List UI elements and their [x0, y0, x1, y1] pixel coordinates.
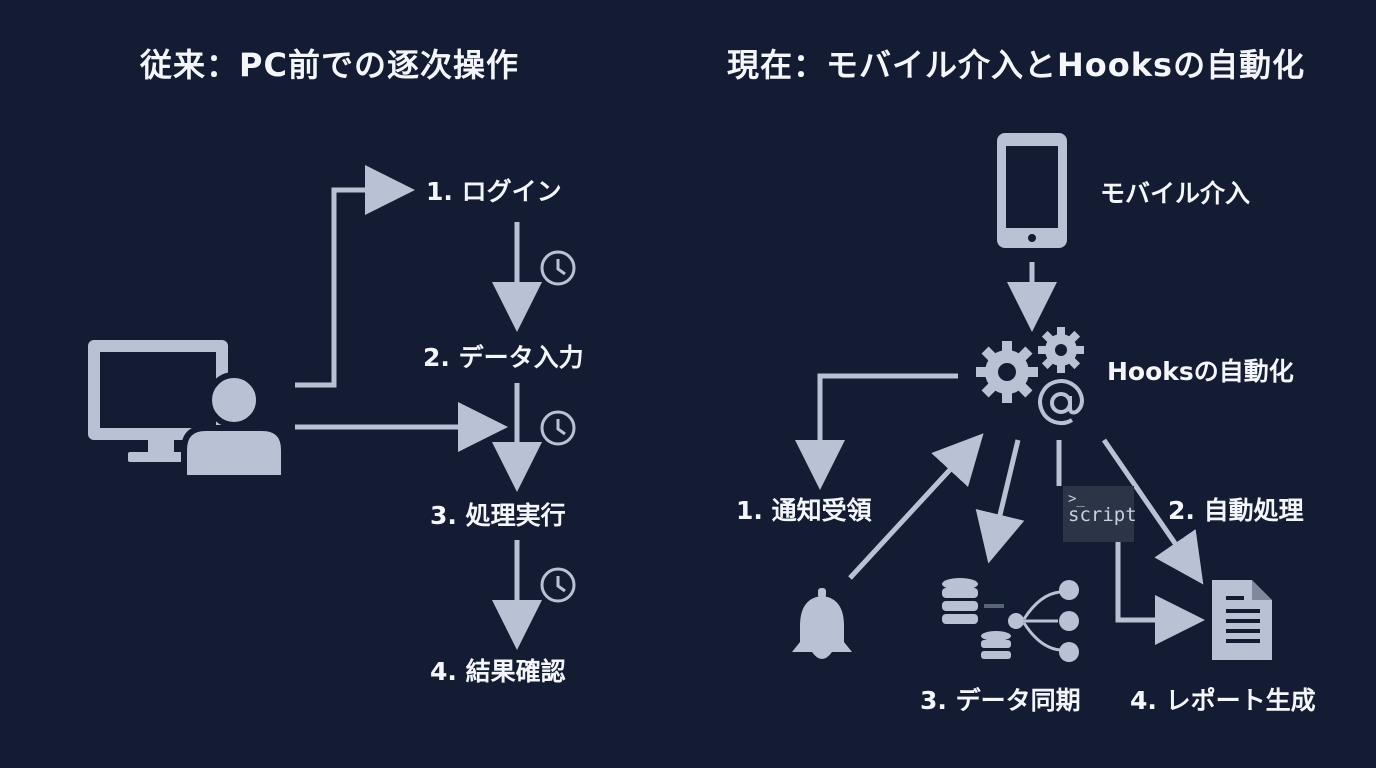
- arrow-bell-to-hooks: [848, 433, 984, 580]
- mobile-label: モバイル介入: [1100, 179, 1251, 208]
- terminal-prompt: >_: [1068, 491, 1085, 507]
- right-title: 現在：モバイル介入とHooksの自動化: [727, 46, 1306, 84]
- left-title: 従来：PC前での逐次操作: [140, 46, 519, 84]
- database-icon: [942, 578, 1011, 659]
- arrow-hooks-to-notification: [795, 373, 958, 490]
- clock-icon: [540, 250, 576, 286]
- arrow-script-to-report: [1056, 440, 1185, 620]
- left-step-2: 2. データ入力: [423, 343, 584, 372]
- clock-icon: [540, 410, 576, 446]
- user-icon: [181, 372, 287, 481]
- at-sign-icon: [1038, 379, 1085, 426]
- arrow-hooks-to-datasync: [975, 439, 1025, 564]
- gear-icon: [1038, 327, 1084, 373]
- smartphone-icon: [997, 133, 1067, 248]
- clock-icon: [540, 567, 576, 603]
- left-step-1: 1. ログイン: [426, 177, 562, 206]
- hooks-label: Hooksの自動化: [1107, 357, 1294, 386]
- arrow-hooks-to-report: [1101, 438, 1204, 585]
- gear-icon: [976, 341, 1038, 403]
- network-icon: [984, 580, 1079, 662]
- right-step-3: 3. データ同期: [920, 686, 1081, 715]
- script-label: script: [1068, 504, 1137, 526]
- bell-icon: [792, 588, 852, 659]
- document-icon: [1212, 580, 1272, 660]
- left-step-4: 4. 結果確認: [430, 657, 566, 686]
- monitor-icon: [88, 340, 228, 462]
- right-step-4: 4. レポート生成: [1130, 686, 1316, 715]
- left-step-3: 3. 処理実行: [430, 501, 566, 530]
- script-terminal-icon: >_ script: [1063, 486, 1137, 542]
- arrow-user-to-login: [295, 165, 415, 388]
- right-step-1: 1. 通知受領: [736, 496, 872, 525]
- right-step-2: 2. 自動処理: [1168, 496, 1304, 525]
